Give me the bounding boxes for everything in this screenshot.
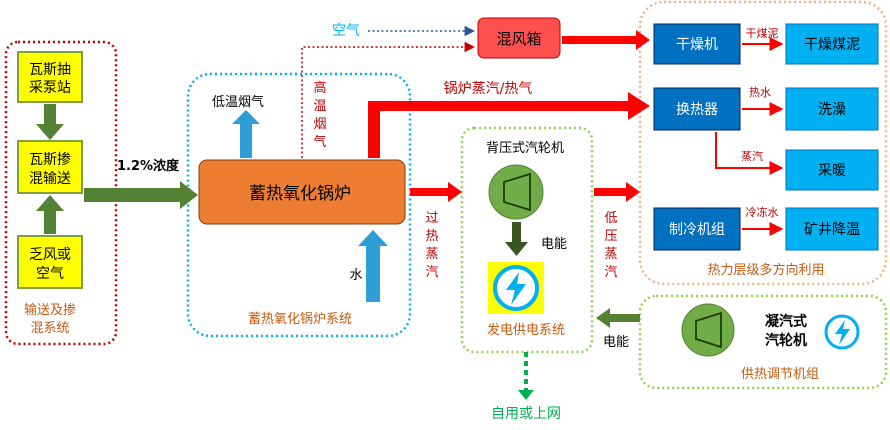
- boiler-system-label: 蓄热氧化锅炉系统: [248, 311, 352, 327]
- superheated-label-3: 蒸: [425, 247, 438, 262]
- condensing-turbine-line1: 凝汽式: [765, 313, 807, 330]
- low-pressure-label-3: 蒸: [604, 247, 617, 262]
- hot-water-label: 热水: [749, 86, 771, 99]
- superheated-label-2: 热: [425, 229, 438, 244]
- transport-system-label-line2: 混系统: [30, 321, 69, 336]
- gas-mixing-box: [17, 140, 83, 194]
- sludge-flow-label: 干煤泥: [746, 27, 779, 40]
- water-label: 水: [349, 268, 362, 283]
- low-temp-gas-label: 低温烟气: [212, 94, 264, 110]
- gas-pump-station-line2: 采泵站: [29, 80, 71, 96]
- mixing-box: [477, 17, 561, 59]
- transport-system-label-line1: 输送及掺: [24, 302, 76, 318]
- steam-label: 蒸汽: [741, 149, 763, 163]
- superheated-label-4: 汽: [425, 265, 438, 280]
- heat-system-frame: [638, 0, 888, 286]
- regulation-electricity-label: 电能: [603, 335, 629, 350]
- arrow-exchanger-to-heating: [715, 132, 784, 175]
- heat-exchanger-box: [653, 87, 741, 131]
- backpressure-turbine-shape: [503, 172, 531, 212]
- heating-label: 采暖: [818, 163, 846, 179]
- dryer-label: 干燥机: [676, 37, 718, 53]
- high-temp-gas-label-4: 气: [313, 134, 326, 150]
- arrow-water-in: [358, 230, 388, 302]
- power-output-arrowhead: [518, 390, 534, 400]
- arrow-mixing-to-boiler: [84, 181, 198, 209]
- condensing-turbine-shape: [695, 311, 722, 349]
- power-system-frame: [460, 126, 594, 354]
- boiler-system-frame: [186, 72, 412, 338]
- regulation-system-frame: [638, 294, 888, 390]
- regulation-unit-label: 供热调节机组: [741, 367, 819, 382]
- arrow-low-temp-gas: [232, 110, 260, 158]
- power-output-label: 自用或上网: [491, 406, 561, 422]
- gas-pump-station-box: [17, 51, 83, 103]
- ventilation-air-line1: 乏风或: [29, 247, 71, 263]
- boiler-box: [198, 159, 406, 225]
- high-temp-gas-label-2: 温: [313, 99, 326, 114]
- chiller-label: 制冷机组: [669, 222, 725, 238]
- arrow-superheated-steam: [410, 182, 462, 202]
- superheated-label-1: 过: [425, 211, 438, 226]
- heat-system-label: 热力层级多方向利用: [707, 262, 824, 278]
- dry-sludge-label: 干燥煤泥: [804, 37, 860, 53]
- low-pressure-label-4: 汽: [604, 265, 617, 280]
- dry-sludge-box: [785, 23, 879, 65]
- boiler-steam-label: 锅炉蒸汽/热气: [444, 81, 533, 97]
- bath-box: [785, 87, 879, 131]
- air-label: 空气: [332, 23, 360, 39]
- arrow-low-pressure-steam: [594, 182, 640, 202]
- backpressure-turbine-label: 背压式汽轮机: [486, 141, 564, 156]
- dryer-box: [653, 23, 741, 65]
- arrow-pump-to-mixing: [36, 104, 64, 140]
- ventilation-air-box: [17, 235, 83, 289]
- gas-mixing-line2: 混输送: [29, 171, 71, 187]
- bath-label: 洗澡: [818, 102, 846, 118]
- high-temp-gas-label-3: 烟: [313, 117, 326, 132]
- heat-exchanger-label: 换热器: [676, 101, 718, 118]
- heating-box: [785, 149, 879, 191]
- power-electricity-label: 电能: [541, 237, 567, 252]
- regulation-lightning-bolt: [835, 320, 850, 345]
- arrow-mixbox-to-dryer: [562, 30, 650, 50]
- power-system-label: 发电供电系统: [487, 322, 565, 338]
- low-pressure-label-1: 低: [604, 211, 617, 226]
- condensing-turbine-line2: 汽轮机: [765, 332, 807, 349]
- arrow-boiler-steam: [368, 92, 650, 158]
- gas-pump-station-line1: 瓦斯抽: [29, 62, 71, 78]
- mine-cooling-label: 矿井降温: [804, 222, 860, 238]
- concentration-label: 1.2%浓度: [117, 158, 180, 174]
- lightning-bolt: [506, 272, 526, 305]
- chiller-box: [653, 207, 741, 251]
- high-temp-gas-label-1: 高: [313, 80, 326, 96]
- arrow-air-to-mixing: [36, 195, 64, 234]
- high-temp-gas-flow: [301, 41, 476, 158]
- gas-mixing-line1: 瓦斯掺: [29, 151, 71, 168]
- ventilation-air-line2: 空气: [36, 266, 64, 282]
- arrow-turbine-to-generator: [505, 222, 528, 256]
- arrow-regulation-electricity: [596, 308, 640, 328]
- boiler-title: 蓄热氧化锅炉: [249, 184, 351, 204]
- transport-system-frame: [4, 40, 118, 346]
- mine-cooling-box: [785, 207, 879, 251]
- mixing-box-label: 混风箱: [496, 30, 541, 48]
- chilled-water-label: 冷冻水: [746, 205, 779, 219]
- low-pressure-label-2: 压: [604, 229, 617, 244]
